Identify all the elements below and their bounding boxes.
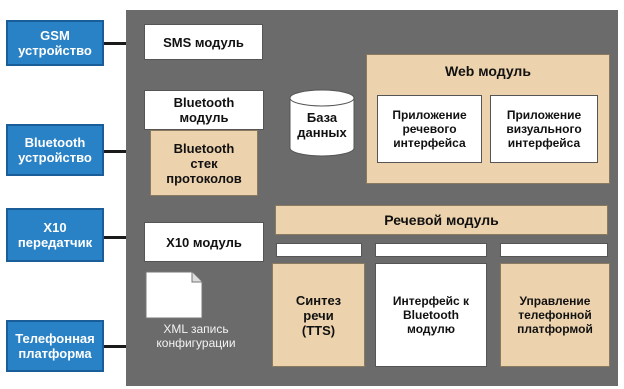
xml-document-icon [145, 271, 203, 319]
sms-module: SMS модуль [144, 24, 263, 60]
tts-connector-bar [276, 243, 362, 257]
visual-interface-app: Приложение визуального интерфейса [490, 95, 598, 163]
bluetooth-module: Bluetooth модуль [144, 90, 264, 130]
gsm-connector [104, 42, 126, 45]
tts-module: Синтез речи (TTS) [272, 263, 365, 367]
gsm-device: GSM устройство [6, 20, 104, 66]
x10-transmitter: X10 передатчик [6, 208, 104, 262]
speech-module: Речевой модуль [275, 205, 608, 235]
database-icon [289, 89, 355, 157]
voice-interface-app: Приложение речевого интерфейса [377, 95, 482, 163]
bluetooth-connector [104, 150, 126, 153]
xml-config-label: XML запись конфигурации [156, 322, 236, 350]
x10-module: X10 модуль [144, 222, 264, 262]
telephony-connector-bar [500, 243, 608, 257]
bluetooth-interface-module: Интерфейс к Bluetooth модулю [375, 263, 487, 367]
database-label: База данных [297, 110, 347, 140]
telephony-platform: Телефонная платформа [6, 320, 104, 372]
bluetooth-device: Bluetooth устройство [6, 124, 104, 176]
telephony-connector [104, 345, 126, 348]
x10-connector [104, 236, 126, 239]
web-module-title: Web модуль [445, 63, 531, 79]
bluetooth-stack: Bluetooth стек протоколов [150, 130, 258, 196]
bt-interface-connector-bar [375, 243, 487, 257]
telephony-control-module: Управление телефонной платформой [500, 263, 610, 367]
